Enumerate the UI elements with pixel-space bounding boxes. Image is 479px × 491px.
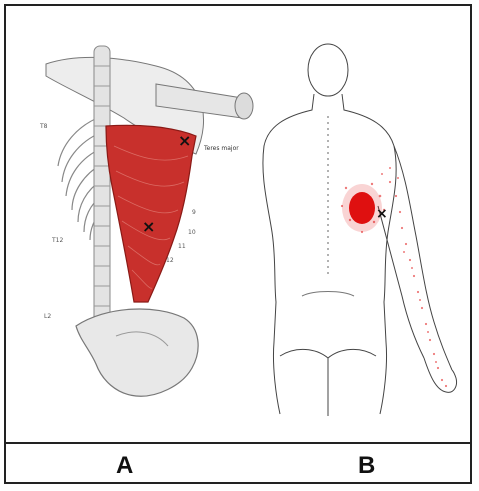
figure-illustration: Teres major T8 T12 L2 9 10 11 12 × × [6, 6, 470, 442]
panel-a-illustration: Teres major T8 T12 L2 9 10 11 12 × × [39, 46, 253, 396]
vertebra-label-l2: L2 [44, 313, 51, 320]
pelvis [76, 309, 198, 396]
torso-outline [263, 94, 396, 414]
rib-label-9: 9 [192, 209, 196, 216]
trigger-point-marker-upper: × [178, 131, 191, 150]
vertebra-label-t12: T12 [51, 237, 63, 244]
teres-major-annotation: Teres major [203, 145, 239, 152]
arm-outline [378, 146, 452, 370]
panel-a-label: A [116, 452, 133, 480]
vertebral-column [94, 46, 110, 346]
referred-pain-pattern [341, 167, 447, 387]
vertebra-label-t8: T8 [39, 123, 48, 130]
hand-outline [424, 358, 457, 392]
latissimus-dorsi-muscle [106, 125, 196, 302]
panel-b-label: B [358, 452, 375, 480]
rib-label-10: 10 [188, 229, 196, 236]
caption-divider [6, 442, 470, 444]
trigger-point-marker-lower: × [142, 217, 155, 236]
head-outline [308, 44, 348, 96]
rib-label-12: 12 [166, 257, 174, 264]
figure-frame: Teres major T8 T12 L2 9 10 11 12 × × [4, 4, 472, 484]
rib-label-11: 11 [178, 243, 186, 250]
trigger-point-marker-b: × [376, 206, 388, 222]
